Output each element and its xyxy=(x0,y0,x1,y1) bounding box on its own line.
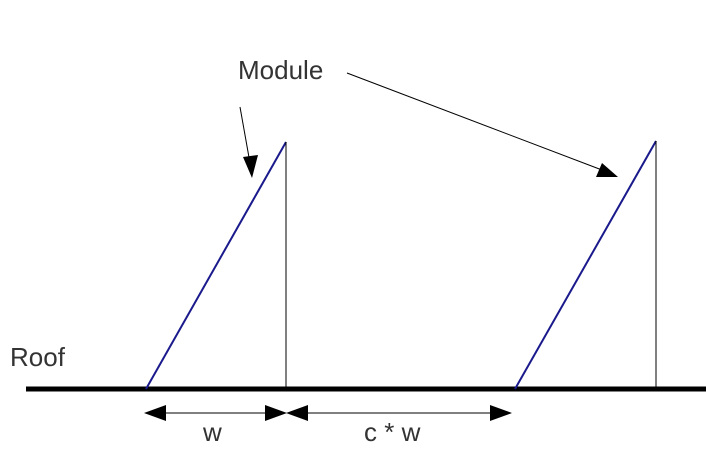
roof-label: Roof xyxy=(10,342,66,372)
arrowhead-icon xyxy=(596,163,618,177)
arrow-right-icon xyxy=(490,405,512,421)
arrow-left-icon xyxy=(286,405,308,421)
module-1-panel xyxy=(145,141,287,390)
dimension-w: w xyxy=(144,405,287,447)
module-label: Module xyxy=(238,55,323,85)
arrowhead-icon xyxy=(243,155,258,178)
module-pointer-1 xyxy=(239,106,258,178)
module-pointer-2 xyxy=(346,72,618,177)
arrow-right-icon xyxy=(265,405,287,421)
arrow-left-icon xyxy=(144,405,166,421)
module-2 xyxy=(514,140,657,390)
module-2-panel xyxy=(514,140,657,390)
dimension-cw-label: c * w xyxy=(364,417,421,447)
dimension-cw: c * w xyxy=(286,405,512,447)
module-1 xyxy=(145,141,287,390)
dimension-w-label: w xyxy=(202,417,222,447)
